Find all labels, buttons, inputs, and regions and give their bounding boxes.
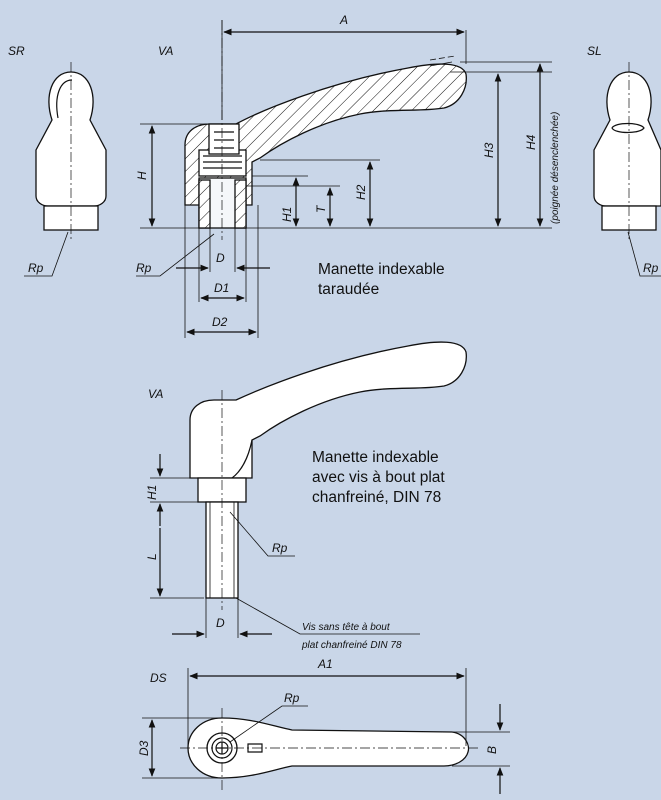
note-line1: Vis sans tête à bout — [302, 622, 391, 633]
d-label: D — [216, 251, 225, 265]
h2-label: H2 — [354, 184, 368, 200]
sr-rp-leader — [24, 231, 69, 277]
main-view-screw: VA H1 L D Rp Vis sans tête à bout plat c… — [145, 341, 467, 651]
insert-wall-right — [234, 179, 247, 229]
d2-label: D2 — [212, 315, 228, 329]
h1-label: H1 — [280, 207, 294, 222]
lever-body-mid — [189, 341, 467, 479]
mid-h1-label: H1 — [145, 485, 159, 500]
spring-coils — [203, 155, 242, 169]
rp-leader-top — [136, 233, 215, 277]
view-label-va-top: VA — [158, 44, 173, 58]
view-label-va-mid: VA — [148, 387, 163, 401]
rp-label-top: Rp — [136, 261, 152, 275]
release-dash — [429, 55, 456, 61]
ds-rp-label: Rp — [284, 691, 300, 705]
main-view-tapped: VA A H H1 T H2 — [135, 13, 561, 338]
h4-note: (poignée désenclenchée) — [550, 112, 561, 224]
sl-rp-label: Rp — [643, 261, 659, 275]
t-label: T — [314, 204, 328, 213]
sr-rp-label: Rp — [28, 261, 44, 275]
mid-l-label: L — [145, 553, 159, 560]
ds-rp-leader — [229, 705, 308, 743]
screw-head-teeth — [214, 131, 234, 149]
sl-handle-body — [593, 71, 661, 207]
view-label-sl: SL — [587, 44, 602, 58]
screw-thread-lines — [209, 502, 235, 598]
sl-rp-leader — [627, 231, 661, 277]
b-label: B — [485, 746, 499, 754]
top-view-ds: DS A1 D3 B Rp — [137, 657, 510, 794]
insert-wall-left — [198, 179, 211, 229]
h3-label: H3 — [482, 142, 496, 158]
note-leader — [235, 597, 420, 635]
side-view-sl: SL Rp — [587, 44, 661, 277]
lever-edge-mid — [231, 439, 253, 479]
mid-d-label: D — [216, 616, 225, 630]
caption-screw-line3: chanfreiné, DIN 78 — [312, 489, 441, 506]
d3-label: D3 — [137, 740, 151, 756]
caption-tapped-line2: taraudée — [318, 281, 379, 298]
mid-rp-leader — [229, 511, 295, 557]
note-line2: plat chanfreiné DIN 78 — [301, 640, 402, 651]
caption-screw-line1: Manette indexable — [312, 449, 439, 466]
sl-slot — [611, 122, 645, 134]
h-label: H — [135, 171, 149, 180]
sr-highlight — [56, 79, 73, 119]
caption-tapped-line1: Manette indexable — [318, 261, 445, 278]
d1-label: D1 — [214, 281, 229, 295]
release-mark — [429, 61, 453, 67]
view-label-ds: DS — [150, 671, 167, 685]
caption-screw-line2: avec vis à bout plat — [312, 469, 445, 486]
a-label: A — [339, 13, 348, 27]
view-label-sr: SR — [8, 44, 25, 58]
h4-label: H4 — [524, 134, 538, 150]
screw-head — [208, 123, 240, 155]
a1-label: A1 — [317, 657, 333, 671]
ds-logo-mark — [247, 743, 263, 753]
mid-rp-label: Rp — [272, 541, 288, 555]
side-view-sr: SR Rp — [8, 44, 107, 277]
